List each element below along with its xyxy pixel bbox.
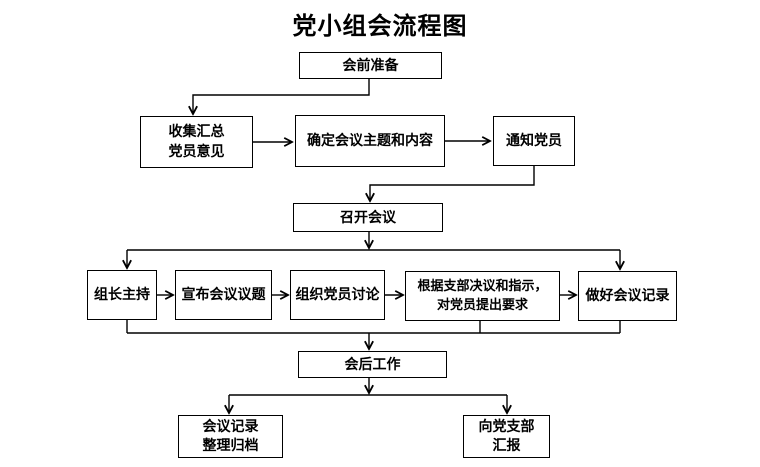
node-report-to-branch: 向党支部 汇报 (463, 415, 550, 458)
node-collect-opinions: 收集汇总 党员意见 (140, 116, 253, 168)
node-set-topic: 确定会议主题和内容 (295, 115, 445, 167)
edge-prep-to-collect (193, 79, 370, 114)
node-state-requirements: 根据支部决议和指示， 对党员提出要求 (405, 271, 560, 321)
node-convene-meeting: 召开会议 (293, 203, 443, 232)
node-archive-minutes: 会议记录 整理归档 (178, 415, 283, 458)
edge-notify-to-convene (370, 166, 535, 201)
page-title: 党小组会流程图 (292, 12, 468, 40)
node-organize-discussion: 组织党员讨论 (290, 270, 385, 320)
node-leader-hosts: 组长主持 (87, 270, 157, 320)
node-take-minutes: 做好会议记录 (578, 271, 677, 321)
node-notify-members: 通知党员 (493, 116, 575, 166)
node-announce-agenda: 宣布会议议题 (175, 270, 272, 320)
node-post-meeting: 会后工作 (298, 351, 447, 378)
node-pre-meeting: 会前准备 (299, 52, 442, 79)
